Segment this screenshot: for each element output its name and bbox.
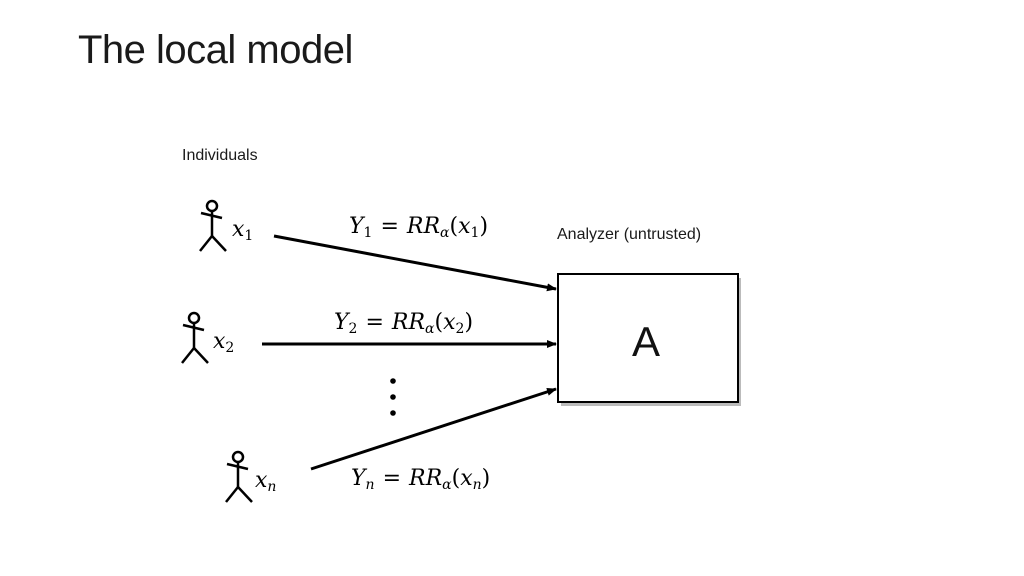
vertical-ellipsis-icon: [390, 378, 396, 416]
individual-label-2: x2: [213, 329, 234, 356]
arrow-1: [273, 234, 557, 292]
individual-label-1: x1: [232, 217, 253, 244]
equation-2: Y2=RRα(x2): [334, 310, 473, 337]
individual-label-n: xn: [255, 468, 276, 495]
equation-n: Yn=RRα(xn): [351, 466, 490, 493]
person-icon-1: [199, 199, 227, 252]
slide-title: The local model: [78, 28, 353, 72]
person-icon-2: [181, 311, 209, 364]
arrow-n: [310, 387, 557, 471]
analyzer-label: Analyzer (untrusted): [557, 226, 702, 243]
analyzer-letter: A: [632, 318, 660, 365]
equation-1: Y1=RRα(x1): [349, 214, 488, 241]
person-icon-n: [225, 450, 253, 503]
analyzer-box: [557, 273, 739, 403]
individuals-label: Individuals: [182, 147, 258, 164]
